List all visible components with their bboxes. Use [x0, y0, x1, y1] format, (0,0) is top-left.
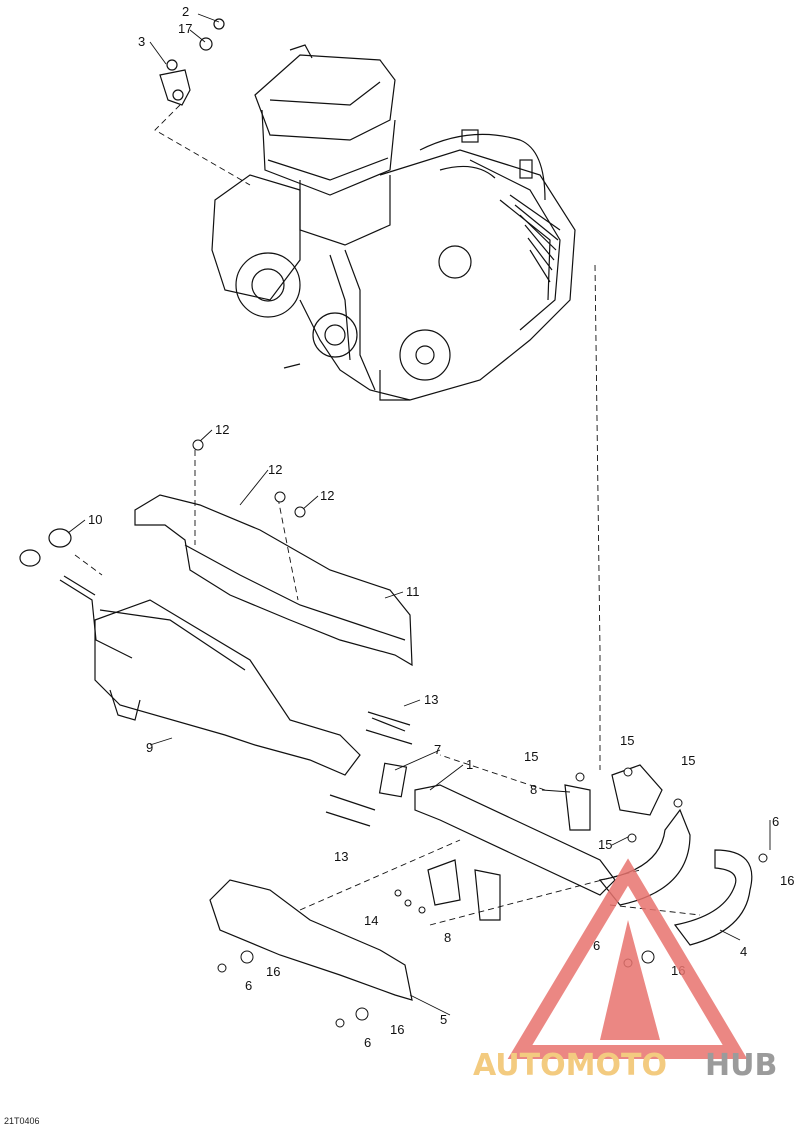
spring-13-bottom — [325, 794, 376, 827]
watermark-logo: AUTOMOTO HUB — [473, 858, 777, 1083]
clamp-bracket-8-bottom — [427, 859, 461, 906]
callout-1: 1 — [466, 757, 473, 772]
grommet-10-a — [19, 549, 41, 567]
callout-6-c: 6 — [245, 978, 252, 993]
figure-reference: 21T0406 — [4, 1116, 40, 1126]
watermark-text-right: HUB — [705, 1048, 777, 1083]
callout-11: 11 — [406, 584, 420, 599]
exhaust-flange — [611, 764, 663, 816]
callout-3: 3 — [138, 34, 145, 49]
callout-6-b: 6 — [593, 938, 600, 953]
callout-15-b: 15 — [620, 733, 634, 748]
callout-7: 7 — [434, 742, 441, 757]
callout-9: 9 — [146, 740, 153, 755]
callout-15-a: 15 — [524, 749, 538, 764]
callout-4: 4 — [740, 944, 747, 959]
callout-6-a: 6 — [772, 814, 779, 829]
grommet-10-b — [48, 528, 72, 548]
callout-13-bottom: 13 — [334, 849, 348, 864]
leader-lines — [74, 104, 701, 926]
spring-13-top — [365, 711, 413, 745]
callout-5: 5 — [440, 1012, 447, 1027]
callout-14: 14 — [364, 913, 378, 928]
engine-assembly — [211, 44, 576, 401]
callout-leaders — [67, 13, 771, 1016]
callout-15-c: 15 — [681, 753, 695, 768]
clamp-bracket-8-top — [564, 784, 591, 831]
callout-16-d: 16 — [390, 1022, 404, 1037]
callout-15-d: 15 — [598, 837, 612, 852]
sleeve-7 — [378, 762, 408, 798]
callout-17: 17 — [178, 21, 192, 36]
callout-12-a: 12 — [215, 422, 229, 437]
washer-17 — [199, 37, 213, 51]
callout-12-c: 12 — [320, 488, 334, 503]
fasteners — [192, 439, 768, 1028]
muffler-9 — [59, 575, 361, 776]
callout-8-top: 8 — [530, 782, 537, 797]
callout-2: 2 — [182, 4, 189, 19]
callout-10: 10 — [88, 512, 102, 527]
mounting-bracket — [159, 59, 191, 106]
callout-6-d: 6 — [364, 1035, 371, 1050]
callout-16-c: 16 — [266, 964, 280, 979]
heat-shield-11 — [134, 494, 413, 667]
watermark-text-left: AUTOMOTO — [473, 1048, 667, 1083]
callout-16-a: 16 — [780, 873, 794, 888]
callout-12-b: 12 — [268, 462, 282, 477]
callout-8-bottom: 8 — [444, 930, 451, 945]
nut-2 — [213, 18, 225, 30]
exhaust-pipe-1 — [414, 784, 616, 896]
heat-shield-5 — [209, 879, 413, 1001]
callout-13-top: 13 — [424, 692, 438, 707]
